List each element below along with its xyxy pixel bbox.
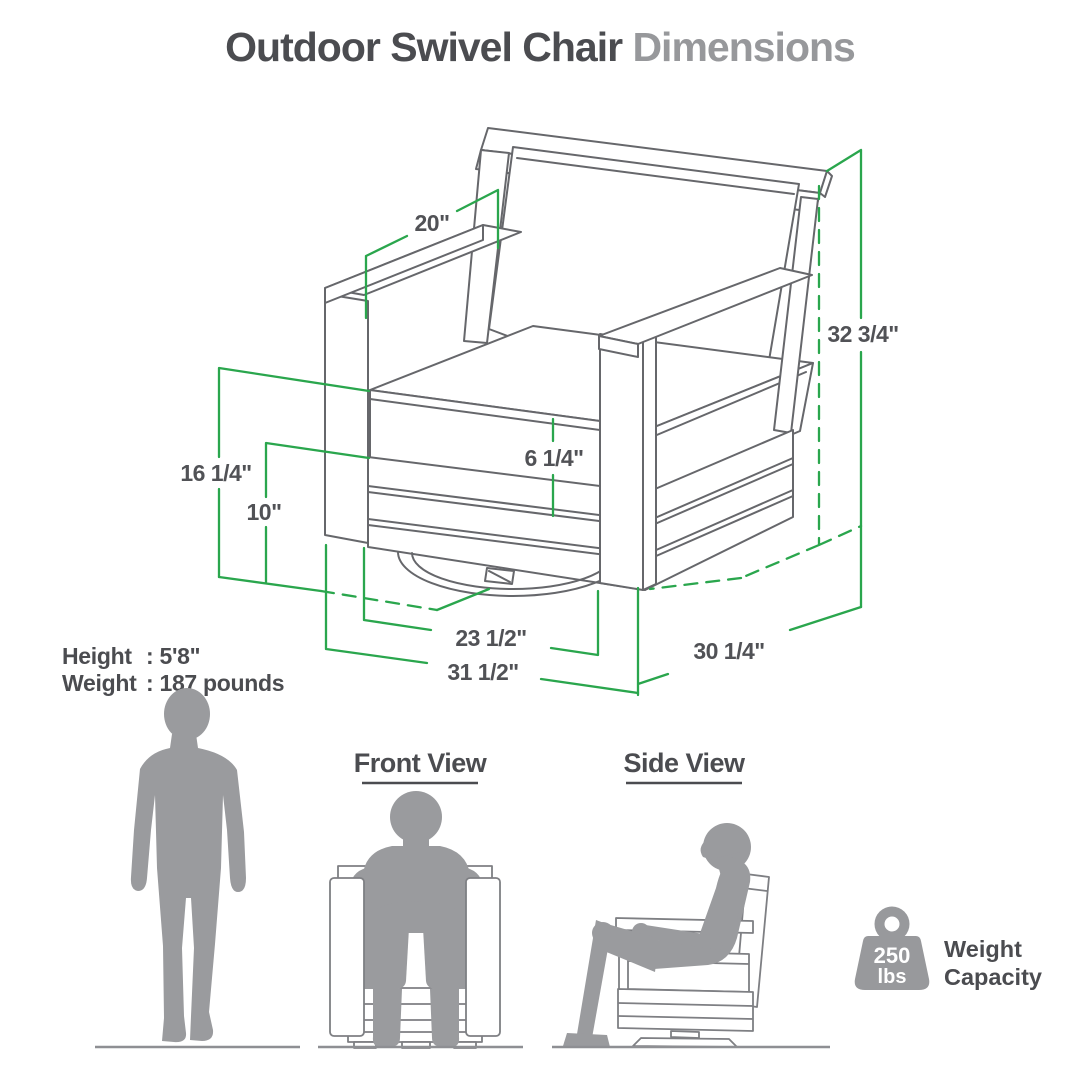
side-view: Side View	[563, 748, 770, 1048]
dimension-overall-depth: 30 1/4"	[636, 586, 863, 697]
dimension-seat-height: 16 1/4"	[180, 366, 371, 579]
person-weight-label: Weight	[62, 670, 137, 696]
person-weight-value: : 187 pounds	[146, 670, 284, 696]
front-view-chair-left-arm	[329, 877, 365, 1037]
standing-person-body	[130, 734, 246, 1043]
standing-person-silhouette	[130, 688, 246, 1043]
dimension-label-seat-width: 23 1/2"	[455, 625, 526, 651]
weight-capacity-unit: lbs	[878, 966, 907, 988]
dimension-label-seat-height: 16 1/4"	[180, 460, 251, 486]
floor-projection-lines	[217, 184, 863, 612]
front-view: Front View	[329, 748, 501, 1049]
side-view-label: Side View	[623, 748, 746, 778]
dimension-overall-height: 32 3/4"	[825, 148, 899, 609]
dimension-cushion-thickness: 6 1/4"	[524, 417, 584, 518]
chair-right-arm	[598, 267, 813, 591]
front-view-person	[348, 791, 485, 1047]
dimension-overall-width: 31 1/2"	[324, 543, 640, 695]
dimension-label-armrest-depth: 20"	[415, 210, 450, 236]
dimension-label-overall-height: 32 3/4"	[827, 321, 898, 347]
page-title-main: Outdoor Swivel Chair	[225, 24, 623, 70]
page-title: Outdoor Swivel Chair Dimensions	[0, 24, 1080, 71]
person-height-label: Height	[62, 643, 132, 669]
weight-capacity-caption-1: Weight	[944, 936, 1022, 962]
weight-capacity-caption-2: Capacity	[944, 964, 1042, 990]
dimension-seat-width: 23 1/2"	[362, 546, 600, 657]
page-title-accent: Dimensions	[632, 24, 855, 70]
dimension-label-base-height: 10"	[247, 499, 282, 525]
weight-capacity-badge: 250 lbs Weight Capacity	[854, 906, 1042, 990]
reference-person-info: Height : 5'8" Weight : 187 pounds	[62, 643, 285, 696]
dimension-base-height: 10"	[247, 441, 371, 584]
standing-person-head	[164, 688, 210, 740]
front-view-chair-right-arm	[465, 877, 501, 1037]
side-view-person	[563, 823, 751, 1047]
dimension-label-overall-depth: 30 1/4"	[693, 638, 764, 664]
dimension-label-cushion-thickness: 6 1/4"	[524, 445, 583, 471]
chair-left-arm	[324, 224, 522, 544]
dimension-annotations: 20" 32 3/4" 30 1/4" 31 1/2" 23 1/2"	[180, 148, 899, 697]
weight-capacity-value: 250	[874, 943, 911, 968]
isometric-chair-drawing	[324, 127, 833, 597]
dimension-armrest-depth: 20"	[364, 188, 500, 320]
dimension-label-overall-width: 31 1/2"	[447, 659, 518, 685]
front-view-label: Front View	[354, 748, 488, 778]
person-height-value: : 5'8"	[146, 643, 200, 669]
